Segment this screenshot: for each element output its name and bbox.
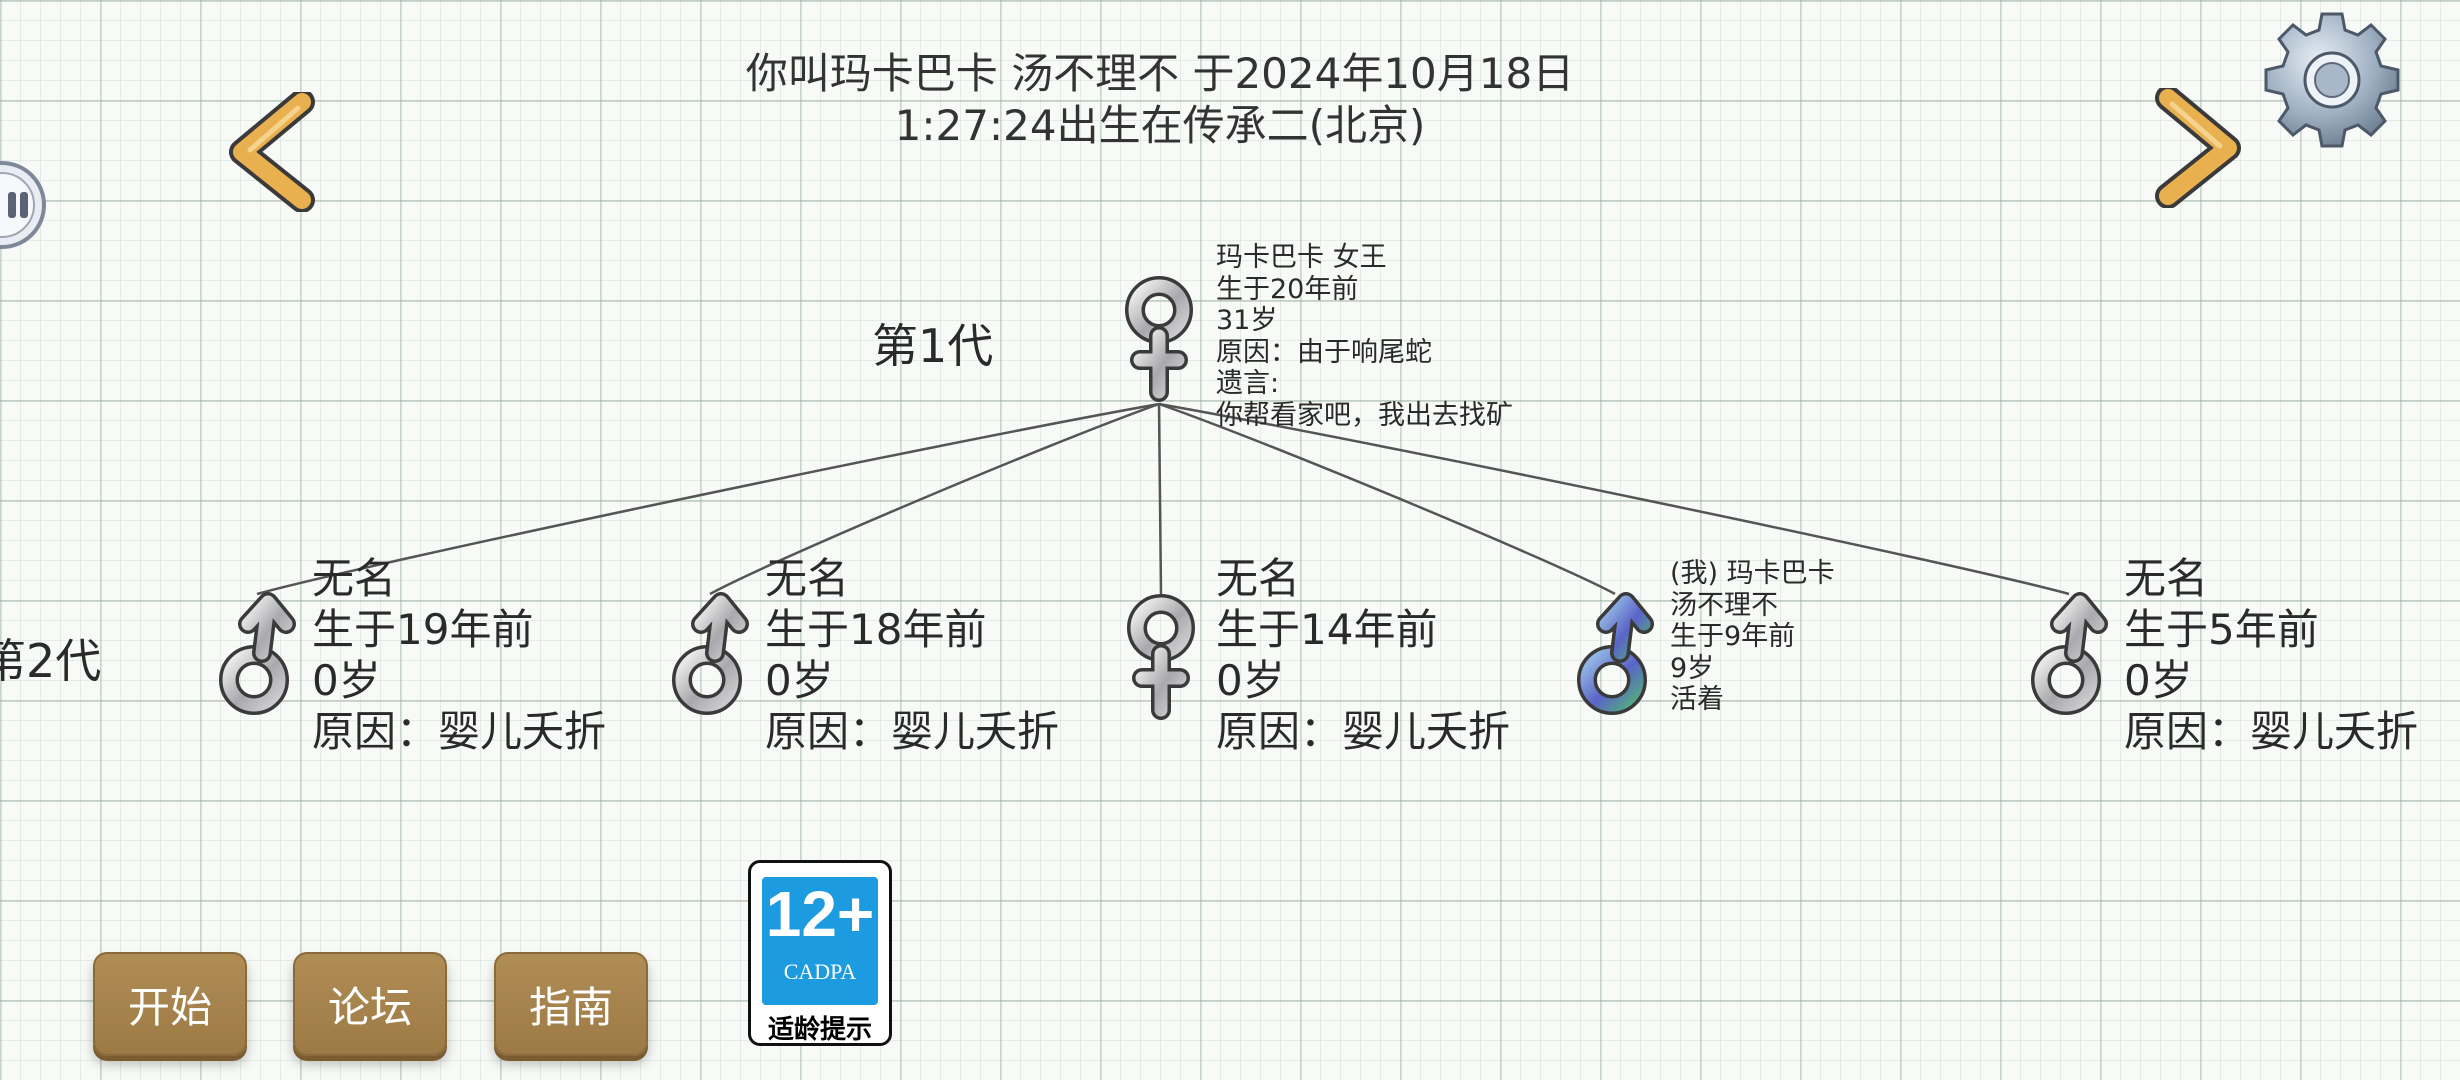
child-node-4-info-line: 9岁 [1670, 652, 1715, 684]
start-button[interactable]: 开始 [93, 952, 247, 1056]
child-node-2-info-line: 生于18年前 [765, 605, 987, 654]
age-rating-org: CADPA [783, 959, 857, 984]
child-node-5-info-line: 无名 [2124, 554, 2209, 603]
chevron-left-icon [229, 89, 315, 213]
root-node-info-line: 生于20年前 [1216, 273, 1359, 305]
child-node-4-info-line: 生于9年前 [1670, 621, 1796, 652]
age-rating-panel [762, 877, 878, 1005]
child-node-3-info-line: 无名 [1216, 554, 1301, 603]
tree-connector [1157, 403, 1163, 595]
child-node-3-female-icon[interactable] [1116, 590, 1206, 720]
child-node-3-info-line: 生于14年前 [1216, 605, 1438, 654]
child-node-4-male-icon[interactable] [1570, 590, 1660, 720]
child-node-1-info-line: 无名 [312, 554, 397, 603]
next-button[interactable] [2138, 85, 2248, 209]
child-node-1-info-line: 0岁 [312, 656, 381, 705]
root-node-info-line: 玛卡巴卡 女王 [1216, 242, 1387, 273]
settings-button[interactable] [2262, 10, 2402, 150]
pause-icon [0, 161, 46, 249]
root-node-info-line: 31岁 [1216, 305, 1278, 336]
root-node-info-line: 遗言: [1216, 368, 1280, 399]
side-panel-handle[interactable] [0, 160, 48, 250]
child-node-4-info-line: 活着 [1670, 684, 1724, 715]
child-node-5-info-line: 0岁 [2124, 656, 2193, 705]
age-rating-badge: 12+ CADPA 适龄提示 [748, 860, 892, 1046]
child-node-5-male-icon[interactable] [2024, 590, 2114, 720]
child-node-2-info-line: 0岁 [765, 656, 834, 705]
child-node-4-info-line: (我) 玛卡巴卡 [1670, 558, 1835, 589]
birth-info-line-2: 1:27:24出生在传承二(北京) [894, 101, 1426, 150]
birth-info-line-1: 你叫玛卡巴卡 汤不理不 于2024年10月18日 [745, 49, 1575, 98]
guide-button[interactable]: 指南 [494, 952, 648, 1056]
prev-button[interactable] [222, 89, 332, 213]
child-node-3-info-line: 原因：婴儿夭折 [1216, 707, 1511, 756]
child-node-4-info-line: 汤不理不 [1670, 589, 1778, 621]
forum-button[interactable]: 论坛 [293, 952, 447, 1056]
child-node-2-info-line: 无名 [765, 554, 850, 603]
root-node-info-line: 原因：由于响尾蛇 [1216, 336, 1432, 368]
birth-info: 你叫玛卡巴卡 汤不理不 于2024年10月18日 1:27:24出生在传承二(北… [600, 48, 1720, 152]
child-node-1-male-icon[interactable] [212, 590, 302, 720]
gear-icon [2264, 12, 2400, 148]
child-node-5-info-line: 生于5年前 [2124, 605, 2319, 654]
child-node-5-info-line: 原因：婴儿夭折 [2124, 707, 2419, 756]
age-rating-hint: 适龄提示 [767, 1015, 872, 1045]
child-node-1-info-line: 生于19年前 [312, 605, 534, 654]
generation-2-label: 第2代 [0, 634, 102, 688]
child-node-1-info-line: 原因：婴儿夭折 [312, 707, 607, 756]
root-node-female-icon[interactable] [1114, 272, 1204, 402]
chevron-right-icon [2155, 85, 2241, 209]
root-node-info-line: 你帮看家吧，我出去找矿 [1216, 399, 1513, 431]
age-rating-value: 12+ [765, 878, 875, 950]
child-node-2-info-line: 原因：婴儿夭折 [765, 707, 1060, 756]
generation-1-label: 第1代 [872, 319, 994, 373]
child-node-2-male-icon[interactable] [665, 590, 755, 720]
child-node-3-info-line: 0岁 [1216, 656, 1285, 705]
